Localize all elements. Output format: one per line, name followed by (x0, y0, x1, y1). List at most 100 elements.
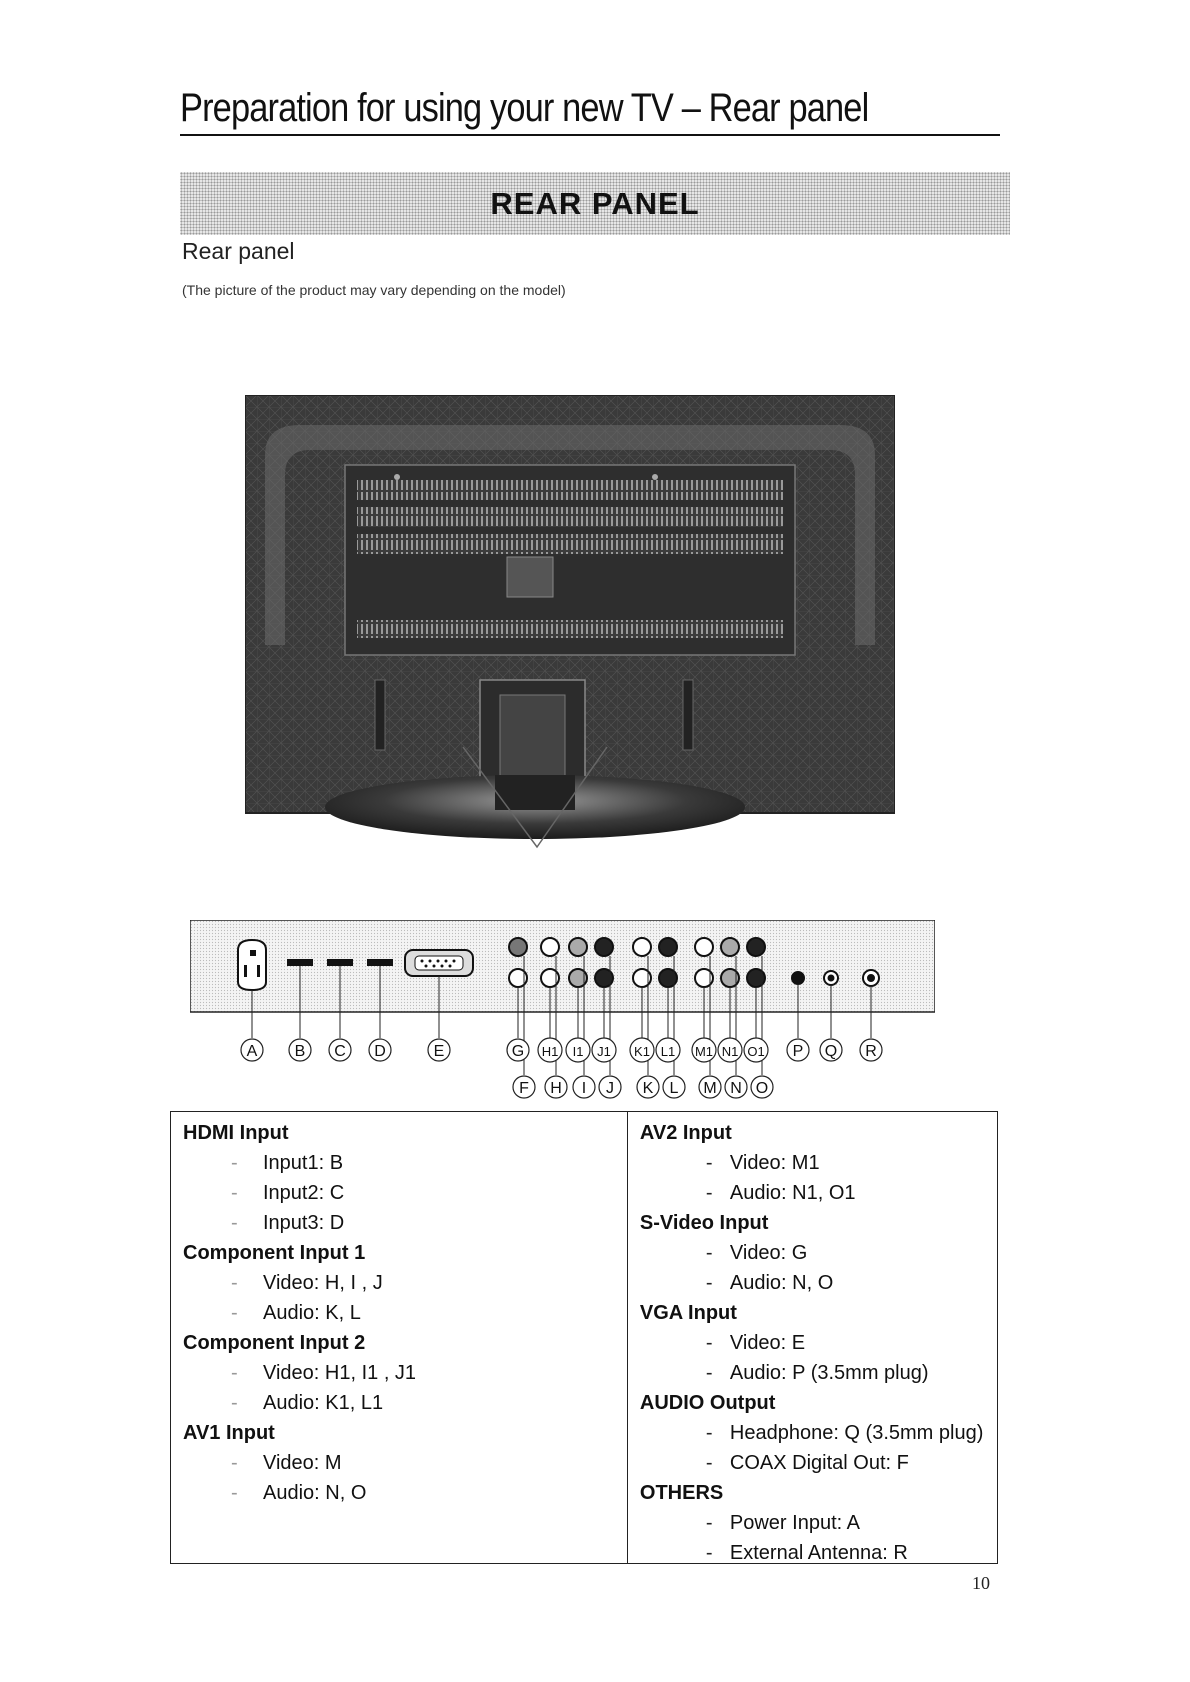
connector-label-r: R (859, 1038, 883, 1062)
connector-label-text: J1 (597, 1044, 611, 1059)
connector-label-j1: J1 (591, 1037, 617, 1063)
spec-group-title: Component Input 2 (183, 1332, 366, 1354)
connector-label-a: A (240, 1038, 264, 1062)
dash-bullet: - (231, 1392, 238, 1414)
spec-item-text: External Antenna: R (729, 1542, 908, 1564)
connector-label-q: Q (819, 1038, 843, 1062)
dash-bullet: - (231, 1152, 238, 1174)
connector-label-m: M (698, 1075, 722, 1099)
dash-bullet: - (231, 1482, 238, 1504)
dash-bullet: - (705, 1242, 713, 1264)
dash-bullet: - (705, 1332, 713, 1354)
hdmi-port-1 (287, 959, 313, 966)
spec-item: - Audio: N, O (183, 1478, 627, 1508)
spec-item-text: Audio: N, O (263, 1482, 367, 1504)
title-rule (180, 134, 1000, 136)
spec-item-text: Headphone: Q (3.5mm plug) (729, 1422, 984, 1444)
dash-bullet: - (705, 1512, 713, 1534)
connector-strip-frame (190, 920, 935, 1013)
spec-item-text: Video: H, I , J (263, 1272, 383, 1294)
page-title: Preparation for using your new TV – Rear… (180, 86, 869, 130)
dash-bullet: - (705, 1152, 713, 1174)
connector-label-text: L1 (661, 1044, 675, 1059)
connector-label-text: A (247, 1043, 258, 1060)
spec-item: -External Antenna: R (640, 1538, 997, 1568)
spec-item: -Input1: B (183, 1148, 627, 1178)
spec-item-text: Video: H1, I1 , J1 (263, 1362, 417, 1384)
connector-label-text: K1 (634, 1044, 650, 1059)
connector-label-n: N (724, 1075, 748, 1099)
connector-label-text: P (793, 1043, 804, 1060)
dash-bullet: - (705, 1362, 713, 1384)
dash-bullet: - (705, 1452, 713, 1474)
connector-label-m1: M1 (691, 1037, 717, 1063)
connector-label-text: L (670, 1080, 679, 1097)
connector-label-o1: O1 (743, 1037, 769, 1063)
connector-label-c: C (328, 1038, 352, 1062)
tv-rear-illustration (245, 395, 895, 849)
connector-label-l: L (662, 1075, 686, 1099)
picture-caption: (The picture of the product may vary dep… (182, 282, 566, 298)
connector-label-o: O (750, 1075, 774, 1099)
spec-item-text: Video: M (263, 1452, 342, 1474)
spec-group-title: VGA Input (639, 1302, 737, 1324)
connector-label-text: F (519, 1080, 529, 1097)
connector-label-i: I (572, 1075, 596, 1099)
connector-label-text: B (295, 1043, 306, 1060)
connector-label-h: H (544, 1075, 568, 1099)
spec-column-left: HDMI Input -Input1: B-Input2: C-Input3: D… (171, 1112, 628, 1563)
connector-label-text: M (703, 1080, 716, 1097)
spec-group-title: AUDIO Output (639, 1392, 776, 1414)
section-subheading: Rear panel (182, 238, 295, 264)
connector-label-p: P (786, 1038, 810, 1062)
spec-group-title: S-Video Input (639, 1212, 769, 1234)
spec-item-text: Audio: P (3.5mm plug) (729, 1362, 929, 1384)
spec-item: -Input2: C (183, 1178, 627, 1208)
spec-item: -Input3: D (183, 1208, 627, 1238)
power-socket-icon (237, 938, 267, 992)
connector-label-d: D (368, 1038, 392, 1062)
connector-label-text: G (512, 1043, 524, 1060)
dash-bullet: - (231, 1362, 238, 1384)
spec-item: - Video: H1, I1 , J1 (183, 1358, 627, 1388)
connector-label-text: J (606, 1080, 614, 1097)
spec-item-text: Audio: N1, O1 (729, 1182, 856, 1204)
spec-item: -Power Input: A (640, 1508, 997, 1538)
spec-group-title: AV1 Input (183, 1422, 275, 1444)
dash-bullet: - (231, 1272, 238, 1294)
connector-label-text: H1 (542, 1044, 559, 1059)
connector-label-i1: I1 (565, 1037, 591, 1063)
dash-bullet: - (705, 1422, 713, 1444)
connector-label-text: R (865, 1043, 877, 1060)
dash-bullet: - (705, 1272, 713, 1294)
spec-item-text: Audio: K, L (263, 1302, 361, 1324)
spec-group-title: HDMI Input (183, 1122, 289, 1144)
connector-label-text: O (756, 1080, 768, 1097)
connector-label-text: D (374, 1043, 386, 1060)
connector-label-h1: H1 (537, 1037, 563, 1063)
connector-label-text: M1 (695, 1044, 713, 1059)
connector-label-k1: K1 (629, 1037, 655, 1063)
vga-port-icon (404, 949, 474, 977)
connector-label-k: K (636, 1075, 660, 1099)
connector-label-g: G (506, 1038, 530, 1062)
spec-group-title: Component Input 1 (183, 1242, 366, 1264)
spec-item: -COAX Digital Out: F (640, 1448, 997, 1478)
connector-label-f: F (512, 1075, 536, 1099)
spec-item-text: Video: G (729, 1242, 808, 1264)
spec-item: -Audio: N, O (640, 1268, 997, 1298)
connector-label-text: K (643, 1080, 654, 1097)
connector-label-text: I (582, 1080, 586, 1097)
connector-label-b: B (288, 1038, 312, 1062)
dash-bullet: - (231, 1182, 238, 1204)
spec-item: -Video: G (640, 1238, 997, 1268)
spec-item-text: Audio: K1, L1 (263, 1392, 384, 1414)
dash-bullet: - (705, 1542, 713, 1564)
hdmi-port-2 (327, 959, 353, 966)
connector-label-text: N (730, 1080, 742, 1097)
connector-label-text: N1 (722, 1044, 739, 1059)
rear-panel-banner: REAR PANEL (180, 172, 1010, 235)
spec-group-title: OTHERS (639, 1482, 724, 1504)
